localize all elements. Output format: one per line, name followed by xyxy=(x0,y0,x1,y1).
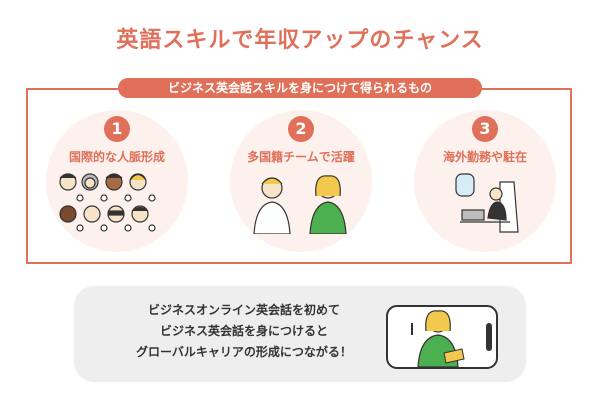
airplane-work-icon xyxy=(455,173,519,233)
summary-line-1: ビジネスオンライン英会話を初めて xyxy=(147,303,340,317)
benefit-label-2: 多国籍チームで活躍 xyxy=(247,150,355,164)
page-title: 英語スキルで年収アップのチャンス xyxy=(116,28,484,53)
summary-line-2: ビジネス英会話を身につけると xyxy=(159,324,328,338)
phone-lesson-icon xyxy=(386,305,498,369)
people-network-icon xyxy=(59,173,156,232)
benefit-label-3: 海外勤務や駐在 xyxy=(442,150,527,164)
summary-text: ビジネスオンライン英会話を初めて ビジネス英会話を身につけると グローバルキャリ… xyxy=(106,300,382,363)
benefits-banner: ビジネス英会話スキルを身につけて得られるもの xyxy=(118,78,482,98)
team-conversation-icon xyxy=(253,175,347,234)
benefit-number-3: 3 xyxy=(472,116,498,142)
summary-line-3: グローバルキャリアの形成につながる！ xyxy=(136,345,352,359)
benefit-number-1: 1 xyxy=(104,116,130,142)
benefit-label-1: 国際的な人脈形成 xyxy=(68,150,165,164)
benefit-number-2: 2 xyxy=(288,116,314,142)
